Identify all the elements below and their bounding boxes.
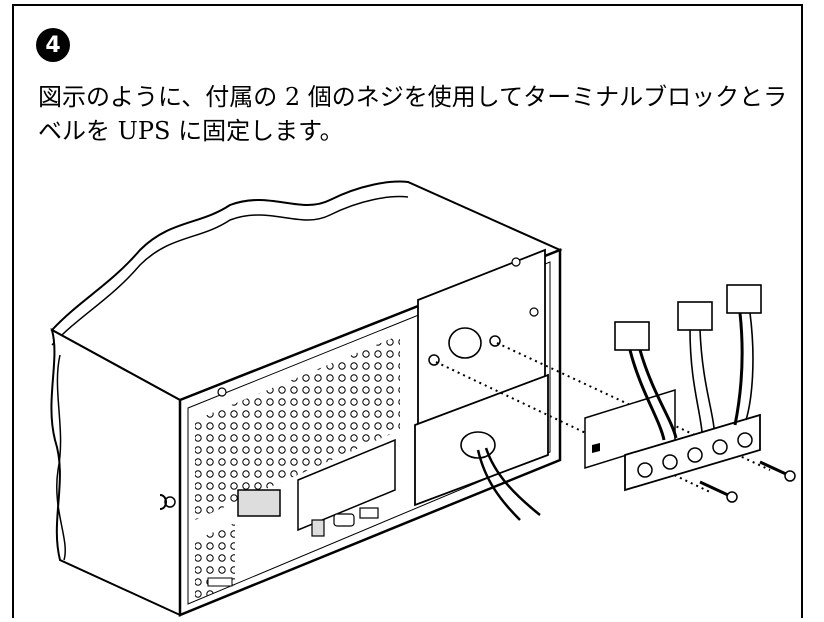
step-number: 4 [45, 32, 61, 58]
epo-connector [207, 577, 233, 587]
handle-icon [159, 494, 167, 510]
power-cable [476, 449, 521, 521]
ups-rear-panel [178, 248, 562, 617]
cable-knockout-hole [448, 327, 482, 359]
ac-outlet [237, 489, 281, 517]
rear-vent-grille [195, 335, 400, 520]
ups-side-panel [50, 328, 181, 617]
option-slot [297, 438, 396, 532]
ups-top-panel [50, 180, 563, 402]
network-port [311, 519, 325, 537]
connector-plug-middle [677, 301, 713, 331]
step-panel [12, 4, 803, 618]
connector-plug-left [614, 321, 650, 351]
serial-port [333, 513, 355, 527]
screw-right [759, 460, 787, 476]
mounting-screws [699, 460, 796, 503]
instruction-text: 図示のように、付属の 2 個のネジを使用してターミナルブロックとラベルを UPS… [38, 83, 788, 145]
connector-plug-right [726, 284, 762, 314]
wire-harness-group [614, 284, 762, 441]
terminal-block [624, 413, 761, 492]
screw-left [699, 480, 729, 497]
step-number-badge: 4 [36, 28, 70, 62]
dip-switch [359, 507, 379, 519]
